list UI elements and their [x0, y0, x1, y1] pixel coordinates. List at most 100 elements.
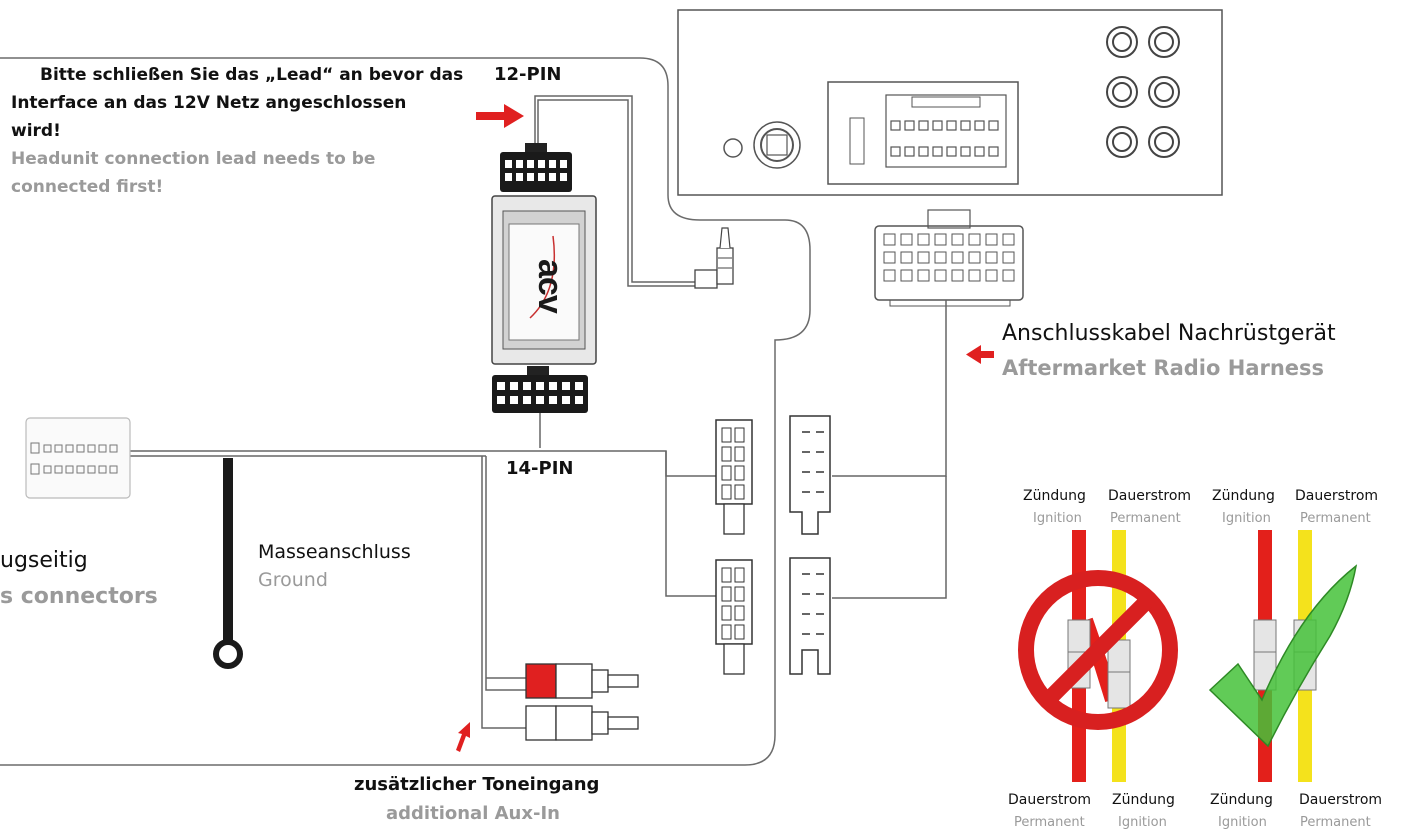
vehicle-pin — [76, 465, 85, 474]
harness-pins — [883, 233, 1015, 282]
pin-hole — [549, 382, 557, 390]
harness-pin — [917, 251, 930, 264]
harness-pin — [883, 251, 896, 264]
harness-pin — [951, 251, 964, 264]
rca-socket-inner — [1154, 32, 1174, 52]
vehicle-pin — [43, 465, 52, 474]
pin-hole — [549, 396, 557, 404]
iso-pin — [721, 465, 732, 481]
iso-right-pins — [802, 431, 824, 635]
head-unit-pin — [932, 146, 943, 157]
rca-socket — [1148, 26, 1180, 58]
harness-pin — [900, 269, 913, 282]
head-unit-pin — [946, 146, 957, 157]
pin-hole — [505, 160, 512, 168]
pin-hole — [510, 382, 518, 390]
head-unit-pin — [946, 120, 957, 131]
pin-hole — [575, 396, 583, 404]
iso-pin — [721, 567, 732, 583]
iso-pin — [734, 586, 745, 602]
rca-socket-inner — [1112, 32, 1132, 52]
vehicle-pin-key — [30, 463, 40, 475]
vehicle-pin — [98, 444, 107, 453]
pin-hole — [562, 396, 570, 404]
head-unit-pin — [890, 146, 901, 157]
rca-socket — [1148, 76, 1180, 108]
vehicle-label-en: s connectors — [0, 584, 158, 609]
arrow-aux — [456, 722, 470, 752]
right-top-right-en: Permanent — [1300, 511, 1371, 526]
harness-pin — [985, 251, 998, 264]
vehicle-pin — [54, 444, 63, 453]
pin-hole — [516, 160, 523, 168]
pin-hole — [549, 173, 556, 181]
iso-pin — [721, 446, 732, 462]
right-bottom-left-en: Ignition — [1218, 815, 1267, 830]
rca-socket — [1148, 126, 1180, 158]
aftermarket-harness-connector — [874, 209, 1024, 307]
harness-pin — [1002, 269, 1015, 282]
wrong-top-right-en: Permanent — [1110, 511, 1181, 526]
rca-sockets — [1106, 26, 1180, 158]
vehicle-pin — [65, 444, 74, 453]
pin-hole — [536, 396, 544, 404]
iso-pin — [734, 465, 745, 481]
iso-pin — [734, 624, 745, 640]
head-unit-pins — [890, 120, 999, 157]
iso-connector-right-top — [789, 415, 831, 535]
wrong-bottom-left-de: Dauerstrom — [1008, 792, 1092, 808]
head-unit-pin — [960, 120, 971, 131]
warning-de-line3: wird! — [11, 121, 61, 141]
rca-socket-inner — [1112, 82, 1132, 102]
wrong-wiring-graphic — [1018, 530, 1178, 782]
pin-hole — [523, 396, 531, 404]
iso-left-pins — [721, 427, 745, 640]
warning-de-line2: Interface an das 12V Netz angeschlossen — [11, 93, 407, 113]
head-unit — [677, 9, 1223, 196]
aux-label-en: additional Aux-In — [386, 803, 560, 824]
vehicle-pin — [87, 444, 96, 453]
wrong-bottom-left-en: Permanent — [1014, 815, 1085, 830]
pin-hole — [497, 396, 505, 404]
pin14-label: 14-PIN — [506, 458, 574, 479]
iso-pin — [734, 567, 745, 583]
head-unit-pin — [918, 120, 929, 131]
harness-pin — [985, 269, 998, 282]
aux-label-de: zusätzlicher Toneingang — [354, 774, 600, 795]
head-unit-pin — [988, 120, 999, 131]
rca-socket — [1106, 76, 1138, 108]
rca-socket-inner — [1154, 82, 1174, 102]
pin-hole — [538, 160, 545, 168]
wrong-bottom-right-en: Ignition — [1118, 815, 1167, 830]
pin-hole — [527, 173, 534, 181]
iso-pin — [734, 427, 745, 443]
vehicle-pin — [109, 444, 118, 453]
vehicle-connector — [25, 417, 131, 499]
right-top-left-de: Zündung — [1212, 488, 1275, 504]
jack-plug — [694, 227, 734, 289]
pin-hole — [538, 173, 545, 181]
vehicle-pin — [54, 465, 63, 474]
pin-hole — [505, 173, 512, 181]
harness-pin — [968, 269, 981, 282]
vehicle-pin — [98, 465, 107, 474]
vehicle-pin — [109, 465, 118, 474]
iso-pin — [734, 484, 745, 500]
vehicle-pin — [76, 444, 85, 453]
arrow-harness — [966, 345, 994, 364]
head-unit-pin — [918, 146, 929, 157]
harness-pin — [1002, 251, 1015, 264]
pin-hole — [510, 396, 518, 404]
vehicle-pin — [65, 465, 74, 474]
head-unit-pin — [988, 146, 999, 157]
pin-hole — [575, 382, 583, 390]
pin-hole — [562, 382, 570, 390]
harness-wires — [130, 300, 947, 729]
vehicle-connector-pins — [30, 442, 118, 475]
diagram-outline — [0, 57, 811, 766]
harness-pin — [985, 233, 998, 246]
iso-pin — [721, 427, 732, 443]
harness-pin — [883, 233, 896, 246]
pin-hole — [516, 173, 523, 181]
brand-logo: acv — [531, 259, 569, 313]
